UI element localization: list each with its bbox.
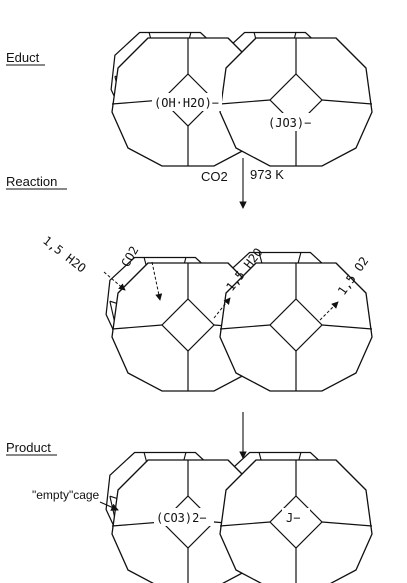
reaction-temperature: 973 K [250, 167, 284, 182]
educt-right-cage-content: (JO3)− [268, 116, 311, 130]
reaction-reagent: CO2 [201, 169, 228, 184]
intermediate-water-left: 1,5 H2O [40, 233, 88, 275]
educt-left-cage-content: (OH·H2O)− [154, 96, 219, 110]
product-cages [105, 451, 373, 583]
product-empty-cage-label: "empty"cage [32, 488, 100, 502]
educt-cages [110, 31, 373, 167]
product-left-cage-content: (CO3)2− [156, 511, 207, 525]
label-product: Product [6, 440, 51, 455]
label-educt: Educt [6, 50, 40, 65]
product-right-cage-content: J− [286, 511, 300, 525]
label-reaction: Reaction [6, 174, 57, 189]
